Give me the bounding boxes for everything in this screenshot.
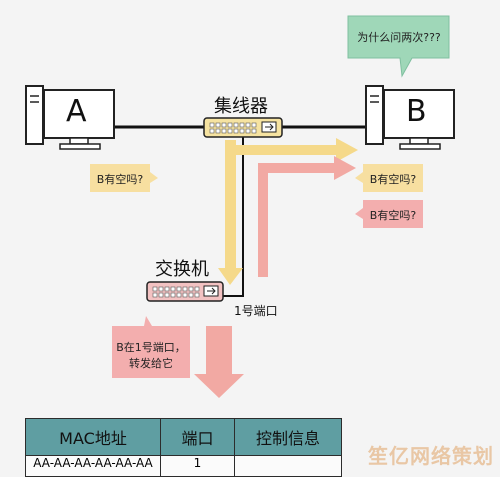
port-label: 1号端口 (234, 304, 278, 318)
host-a (25, 85, 115, 150)
cell-port: 1 (160, 455, 235, 477)
column-header-port: 端口 (160, 418, 235, 456)
watermark: 笙亿网络策划 (368, 444, 494, 468)
bubble-question (347, 15, 450, 78)
down-arrow (194, 326, 244, 398)
bubble-right-1 (355, 164, 423, 192)
bubble-switch-port (112, 316, 190, 378)
cell-control (234, 455, 342, 477)
switch-bubble-line-1: B在1号端口， (116, 341, 186, 354)
column-header-mac: MAC地址 (25, 418, 161, 456)
switch-bubble-line-2: 转发给它 (129, 357, 173, 370)
pink-arrow (258, 156, 356, 277)
bubble-left (90, 164, 158, 192)
hub-device (203, 117, 283, 138)
right-bubble-1-text: B有空吗? (369, 173, 417, 186)
yellow-arrow (218, 138, 358, 285)
cable-switch (222, 290, 244, 297)
switch-device (146, 281, 224, 302)
host-a-label: A (66, 94, 87, 129)
bubble-right-2 (355, 200, 423, 228)
hub-label: 集线器 (214, 96, 268, 117)
column-header-control: 控制信息 (234, 418, 342, 456)
question-bubble-text: 为什么问两次??? (357, 31, 441, 44)
mac-address-table: MAC地址 端口 控制信息 AA-AA-AA-AA-AA-AA 1 (25, 418, 342, 477)
switch-label: 交换机 (155, 259, 209, 280)
table-row: AA-AA-AA-AA-AA-AA 1 (25, 455, 342, 477)
table-header-row: MAC地址 端口 控制信息 (25, 418, 342, 456)
right-bubble-2-text: B有空吗? (369, 209, 417, 222)
host-b-label: B (406, 94, 427, 129)
cell-mac: AA-AA-AA-AA-AA-AA (25, 455, 161, 477)
left-bubble-text: B有空吗? (96, 173, 144, 186)
host-b (365, 85, 455, 150)
